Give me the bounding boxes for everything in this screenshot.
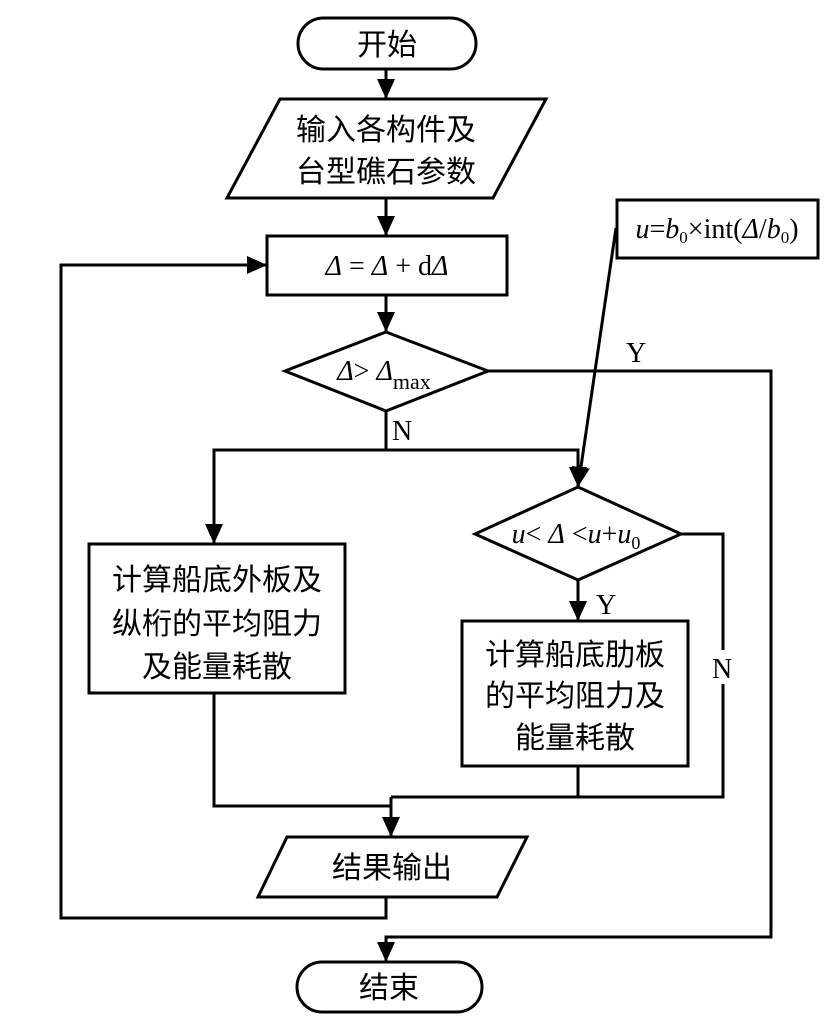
- annotation-box: u=b0×int(Δ/b0): [615, 198, 820, 260]
- input-label-line-1: 输入各构件及: [296, 113, 476, 148]
- check-range-yes-label: Y: [596, 590, 616, 621]
- increment-formula: Δ = Δ + dΔ: [325, 251, 449, 282]
- check-max-condition: Δ> Δmax: [336, 356, 431, 394]
- start-label: 开始: [357, 28, 417, 63]
- input-label-line-2: 台型礁石参数: [296, 155, 476, 190]
- edge-check-max-yes: [377, 369, 773, 962]
- input-parallelogram: 输入各构件及 台型礁石参数: [224, 97, 549, 200]
- calc-floor-process: 计算船底肋板 的平均阻力及 能量耗散: [460, 619, 690, 768]
- check-range-condition: u< Δ <u+u0: [512, 519, 641, 553]
- no-label-gap: [712, 650, 734, 684]
- check-max-yes-label: Y: [626, 338, 646, 369]
- output-parallelogram: 结果输出: [255, 835, 530, 899]
- check-range-decision: u< Δ <u+u0: [471, 485, 685, 582]
- calc-floor-line-1: 计算船底肋板: [485, 638, 665, 673]
- edge-no-to-calc-plate: [205, 448, 386, 544]
- calc-plate-line-2: 纵桁的平均阻力: [112, 607, 322, 642]
- increment-process: Δ = Δ + dΔ: [265, 234, 509, 297]
- check-max-no-label: N: [392, 416, 412, 447]
- edge-annotation-pointer: [571, 227, 618, 488]
- end-label: 结束: [359, 971, 419, 1006]
- edge-no-to-check-range: [386, 448, 587, 487]
- calc-floor-line-3: 能量耗散: [515, 721, 635, 756]
- annotation-formula: u=b0×int(Δ/b0): [635, 214, 798, 247]
- calc-plate-line-3: 及能量耗散: [142, 650, 292, 685]
- calc-plate-process: 计算船底外板及 纵桁的平均阻力 及能量耗散: [87, 542, 347, 695]
- edge-loop-back: [59, 256, 388, 920]
- check-max-decision: Δ> Δmax: [280, 330, 493, 413]
- edge-calc-plate-out: [212, 693, 391, 808]
- output-label: 结果输出: [332, 851, 452, 886]
- calc-floor-line-2: 的平均阻力及: [485, 679, 665, 714]
- calc-plate-line-1: 计算船底外板及: [112, 563, 322, 598]
- check-range-no-label: N: [712, 654, 732, 685]
- end-terminator: 结束: [295, 960, 484, 1014]
- start-terminator: 开始: [296, 16, 478, 71]
